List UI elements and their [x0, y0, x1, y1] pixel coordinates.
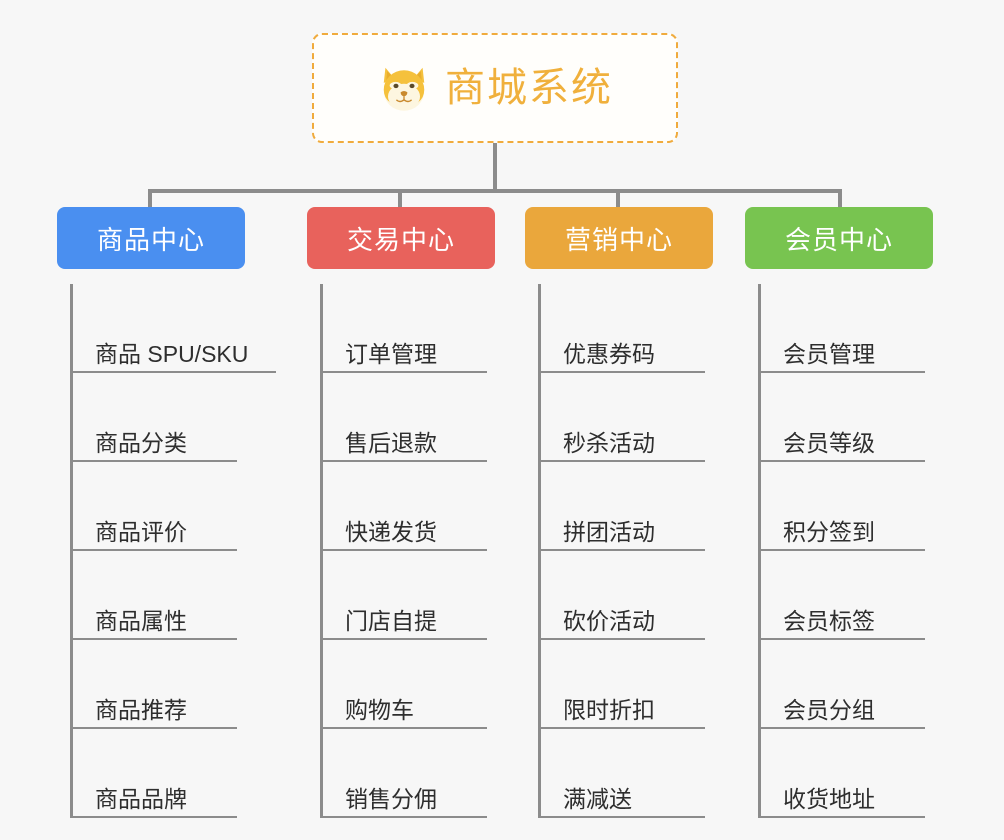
branch-header-label-4: 会员中心: [784, 224, 893, 255]
leaf-label: 商品推荐: [95, 696, 187, 723]
branch-column-3: 营销中心 优惠券码 秒杀活动 拼团活动 砍价活动 限时折扣 满减送: [525, 207, 713, 818]
leaf-label: 限时折扣: [563, 696, 655, 723]
connector-root-stem: [493, 143, 497, 191]
leaf-label: 商品评价: [95, 518, 187, 545]
leaf-label: 商品品牌: [95, 785, 187, 812]
branch-column-2: 交易中心 订单管理 售后退款 快递发货 门店自提 购物车 销售分佣: [307, 207, 495, 818]
leaf-label: 购物车: [345, 696, 414, 723]
leaf-item[interactable]: 订单管理: [321, 284, 487, 373]
leaf-label: 积分签到: [783, 518, 875, 545]
leaf-item[interactable]: 限时折扣: [539, 640, 705, 729]
leaf-item[interactable]: 快递发货: [321, 462, 487, 551]
leaf-item[interactable]: 优惠券码: [539, 284, 705, 373]
leaf-label: 拼团活动: [563, 518, 655, 545]
connector-horizontal-bar: [148, 189, 842, 193]
leaf-label: 商品属性: [95, 607, 187, 634]
connector-drop-1: [148, 189, 152, 207]
branch-items-2: 订单管理 售后退款 快递发货 门店自提 购物车 销售分佣: [307, 284, 495, 818]
leaf-item[interactable]: 商品评价: [71, 462, 237, 551]
leaf-label: 会员等级: [783, 429, 875, 456]
leaf-label: 会员管理: [783, 340, 875, 367]
leaf-item[interactable]: 商品分类: [71, 373, 237, 462]
leaf-item[interactable]: 积分签到: [759, 462, 925, 551]
leaf-item[interactable]: 拼团活动: [539, 462, 705, 551]
root-node-shop-system[interactable]: 商城系统: [312, 33, 678, 143]
branch-column-4: 会员中心 会员管理 会员等级 积分签到 会员标签 会员分组 收货地址: [745, 207, 933, 818]
leaf-label: 会员标签: [783, 607, 875, 634]
branch-header-2[interactable]: 交易中心: [307, 207, 495, 269]
leaf-item[interactable]: 会员标签: [759, 551, 925, 640]
shiba-dog-face-icon: [383, 67, 425, 111]
leaf-item[interactable]: 会员等级: [759, 373, 925, 462]
branch-items-1: 商品 SPU/SKU 商品分类 商品评价 商品属性 商品推荐 商品品牌: [57, 284, 276, 818]
leaf-label: 砍价活动: [563, 607, 655, 634]
branch-items-4: 会员管理 会员等级 积分签到 会员标签 会员分组 收货地址: [745, 284, 933, 818]
leaf-label: 满减送: [563, 785, 632, 812]
branch-header-label-1: 商品中心: [96, 224, 205, 255]
leaf-label: 门店自提: [345, 607, 437, 634]
connector-drop-2: [398, 189, 402, 207]
leaf-item[interactable]: 会员分组: [759, 640, 925, 729]
leaf-item[interactable]: 销售分佣: [321, 729, 487, 818]
leaf-label: 会员分组: [783, 696, 875, 723]
leaf-item[interactable]: 秒杀活动: [539, 373, 705, 462]
leaf-label: 销售分佣: [345, 785, 437, 812]
branch-items-3: 优惠券码 秒杀活动 拼团活动 砍价活动 限时折扣 满减送: [525, 284, 713, 818]
leaf-item[interactable]: 砍价活动: [539, 551, 705, 640]
branch-header-1[interactable]: 商品中心: [57, 207, 245, 269]
branch-header-label-3: 营销中心: [564, 224, 673, 255]
leaf-item[interactable]: 商品推荐: [71, 640, 237, 729]
leaf-label: 收货地址: [783, 785, 875, 812]
leaf-item[interactable]: 满减送: [539, 729, 705, 818]
leaf-item[interactable]: 购物车: [321, 640, 487, 729]
leaf-label: 秒杀活动: [563, 429, 655, 456]
leaf-label: 商品分类: [95, 429, 187, 456]
leaf-label: 订单管理: [345, 340, 437, 367]
leaf-label: 优惠券码: [563, 340, 655, 367]
leaf-item[interactable]: 商品品牌: [71, 729, 237, 818]
branch-header-4[interactable]: 会员中心: [745, 207, 933, 269]
branch-header-3[interactable]: 营销中心: [525, 207, 713, 269]
leaf-item[interactable]: 收货地址: [759, 729, 925, 818]
leaf-item[interactable]: 门店自提: [321, 551, 487, 640]
branch-column-1: 商品中心 商品 SPU/SKU 商品分类 商品评价 商品属性 商品推荐 商品品牌: [57, 207, 276, 818]
leaf-label: 售后退款: [345, 429, 437, 456]
leaf-item[interactable]: 商品 SPU/SKU: [71, 284, 276, 373]
leaf-item[interactable]: 商品属性: [71, 551, 237, 640]
branch-header-label-2: 交易中心: [346, 224, 455, 255]
leaf-label: 商品 SPU/SKU: [95, 340, 249, 367]
leaf-label: 快递发货: [345, 518, 437, 545]
root-node-title: 商城系统: [445, 66, 613, 110]
connector-drop-3: [616, 189, 620, 207]
leaf-item[interactable]: 会员管理: [759, 284, 925, 373]
leaf-item[interactable]: 售后退款: [321, 373, 487, 462]
connector-drop-4: [838, 189, 842, 207]
